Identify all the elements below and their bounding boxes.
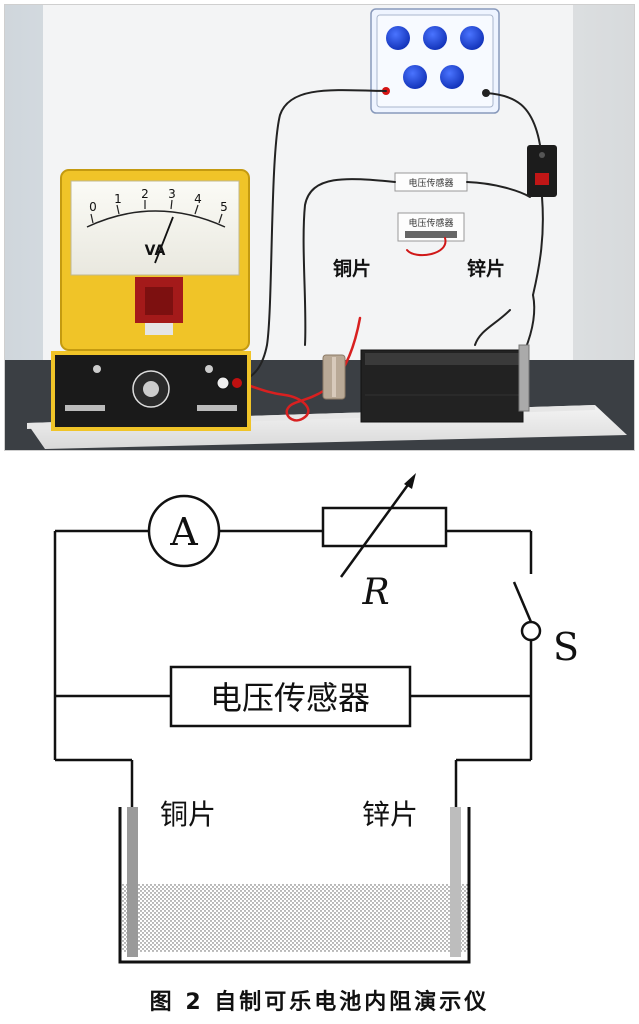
- circuit-diagram: A R S 电压传感器 铜片 锌片: [0, 462, 639, 992]
- switch-box: [527, 145, 557, 197]
- figure-caption: 图 2 自制可乐电池内阻演示仪: [149, 990, 490, 1015]
- zinc-electrode: [518, 344, 530, 412]
- photo-copper-label: 铜片: [333, 257, 371, 280]
- scale-label: 2: [141, 187, 149, 201]
- wires: [239, 89, 544, 422]
- meter-unit: VA: [145, 243, 166, 259]
- resistance-knob: [423, 26, 447, 50]
- apparatus-photo: 电压传感器 电压传感器: [4, 4, 635, 451]
- cola-battery-container: [360, 349, 524, 423]
- resistor-letter: R: [361, 572, 389, 613]
- sensor-box-label: 电压传感器: [210, 679, 370, 717]
- copper-plate: [127, 807, 138, 957]
- ammeter-voltmeter: 0 1 2 3 4 5 VA: [51, 169, 251, 431]
- electrolyte-container: [118, 807, 471, 964]
- meter-ticks: [90, 199, 223, 224]
- sensor-tag-text-2: 电压传感器: [408, 217, 453, 229]
- switch-symbol: S: [512, 570, 579, 669]
- apparatus-photo-drawing: 电压传感器 电压传感器: [5, 5, 634, 450]
- circuit-diagram-drawing: A R S 电压传感器 铜片 锌片: [53, 473, 579, 964]
- meter-scale-labels: 0 1 2 3 4 5: [89, 187, 228, 214]
- scale-label: 0: [89, 200, 97, 214]
- ammeter-letter: A: [169, 510, 198, 554]
- ammeter-symbol: A: [147, 494, 221, 568]
- scale-label: 5: [220, 200, 228, 214]
- meter-terminal: [216, 376, 230, 390]
- scale-label: 4: [194, 192, 202, 206]
- variable-resistor-symbol: R: [321, 473, 448, 613]
- scale-label: 3: [168, 187, 176, 201]
- voltage-sensor-box: 电压传感器: [169, 665, 412, 728]
- photo-zinc-label: 锌片: [467, 257, 505, 280]
- resistance-knob: [403, 65, 427, 89]
- copper-electrode: [322, 354, 346, 400]
- voltage-sensor-2: 电压传感器: [397, 212, 465, 242]
- voltage-sensor-1: 电压传感器: [394, 172, 468, 192]
- switch-letter: S: [553, 625, 579, 669]
- resistance-box: [370, 8, 500, 114]
- diagram-zinc-label: 锌片: [362, 798, 418, 831]
- electrolyte-liquid: [120, 884, 469, 952]
- sensor-tag-text: 电压传感器: [408, 177, 453, 189]
- resistance-knob: [460, 26, 484, 50]
- circuit-wires: [53, 529, 533, 807]
- arrow-head: [404, 473, 416, 489]
- meter-terminal-red: [232, 378, 242, 388]
- diagram-copper-label: 铜片: [160, 798, 216, 831]
- scale-label: 1: [114, 192, 122, 206]
- resistance-knob: [386, 26, 410, 50]
- zinc-plate: [450, 807, 461, 957]
- resistance-knob: [440, 65, 464, 89]
- meter-needle: [154, 216, 174, 264]
